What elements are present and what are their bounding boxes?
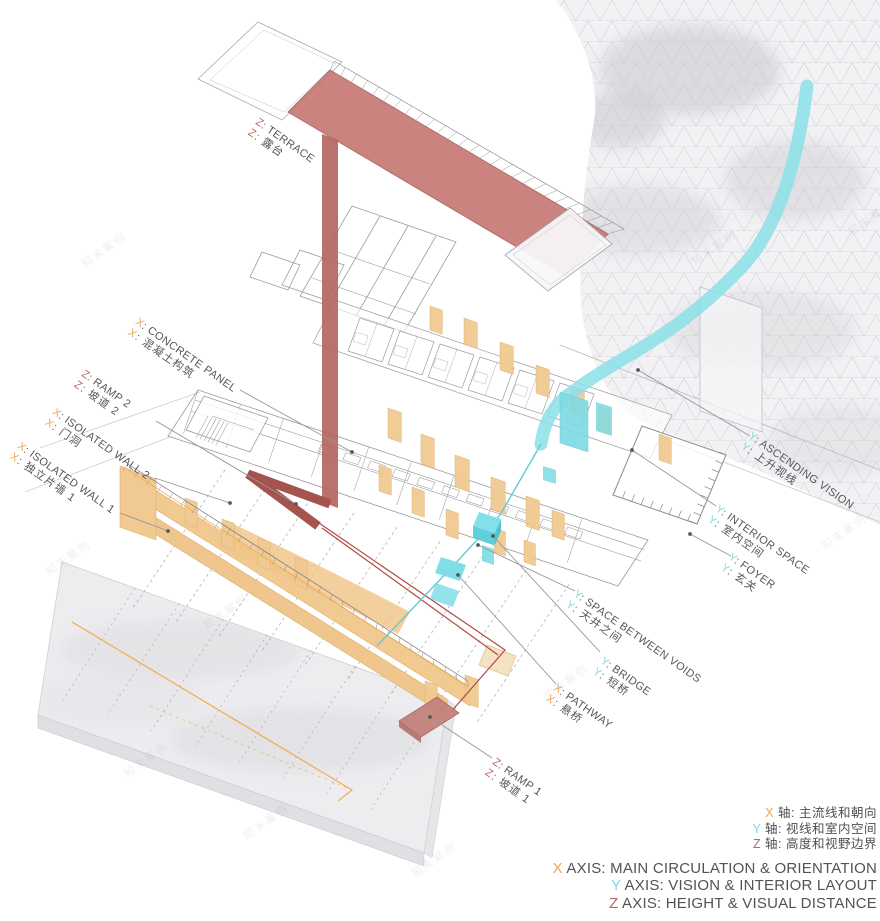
ground-slab — [37, 561, 457, 867]
legend-zh-z: Z 轴: 高度和视野边界 — [752, 837, 877, 851]
legend-en-y: Y AXIS: VISION & INTERIOR LAYOUT — [611, 877, 877, 894]
legend-en-x: X AXIS: MAIN CIRCULATION & ORIENTATION — [552, 859, 877, 877]
legend-en-z: Z AXIS: HEIGHT & VISUAL DISTANCE — [609, 894, 877, 912]
leader-lines — [119, 368, 751, 759]
axis-legend: X 轴: 主流线和朝向 Y 轴: 视线和室内空间 Z 轴: 高度和视野边界 X … — [553, 806, 877, 912]
legend-zh-x: X 轴: 主流线和朝向 — [765, 806, 877, 820]
floating-panel — [504, 207, 613, 292]
terrace-and-ramps — [245, 60, 625, 743]
legend-zh-y: Y 轴: 视线和室内空间 — [752, 821, 877, 836]
vision-lines — [376, 79, 814, 647]
isolated-walls-and-panels — [119, 305, 672, 717]
